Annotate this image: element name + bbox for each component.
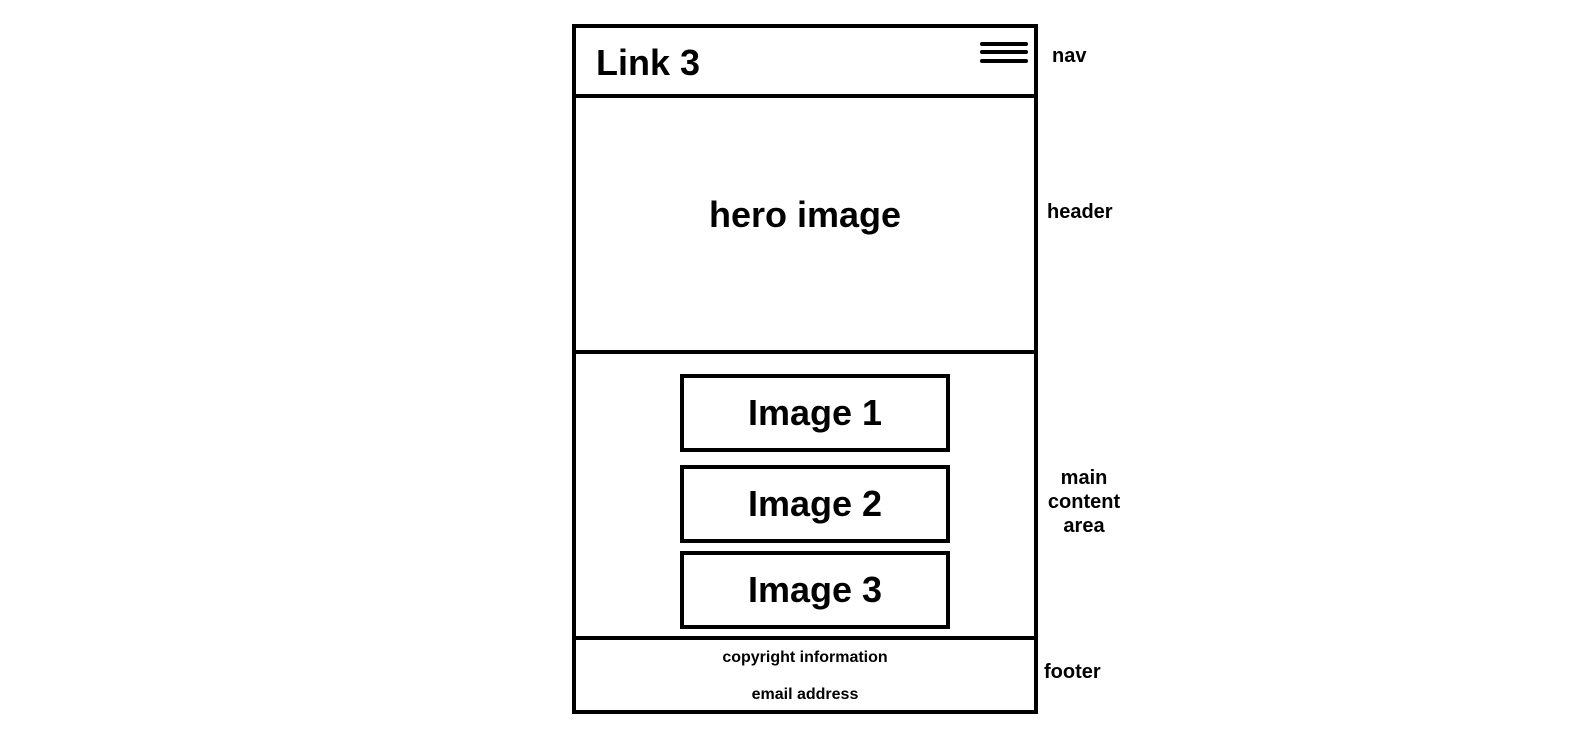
image-placeholder-2: Image 2 [680,465,950,543]
copyright-text: copyright information [722,649,888,666]
hamburger-bar [980,50,1028,54]
main-content-section: Image 1 Image 2 Image 3 [576,354,1034,640]
hamburger-menu-icon[interactable] [980,40,1028,68]
annotation-header: header [1047,201,1113,223]
annotation-nav: nav [1052,45,1087,67]
image-placeholder-3: Image 3 [680,551,950,629]
image-placeholder-1: Image 1 [680,374,950,452]
header-section: hero image [576,98,1034,354]
email-address-text: email address [751,686,859,703]
hamburger-bar [980,59,1028,63]
hamburger-bar [980,42,1028,46]
nav-section: Link 3 [576,28,1034,98]
annotation-footer: footer [1044,661,1101,683]
footer-section: copyright information email address [576,640,1034,710]
mobile-wireframe-frame: Link 3 hero image Image 1 Image 2 Image … [572,24,1038,714]
hero-image-placeholder: hero image [708,194,902,235]
nav-link[interactable]: Link 3 [596,42,701,83]
annotation-main-content-area: main content area [1047,467,1121,537]
